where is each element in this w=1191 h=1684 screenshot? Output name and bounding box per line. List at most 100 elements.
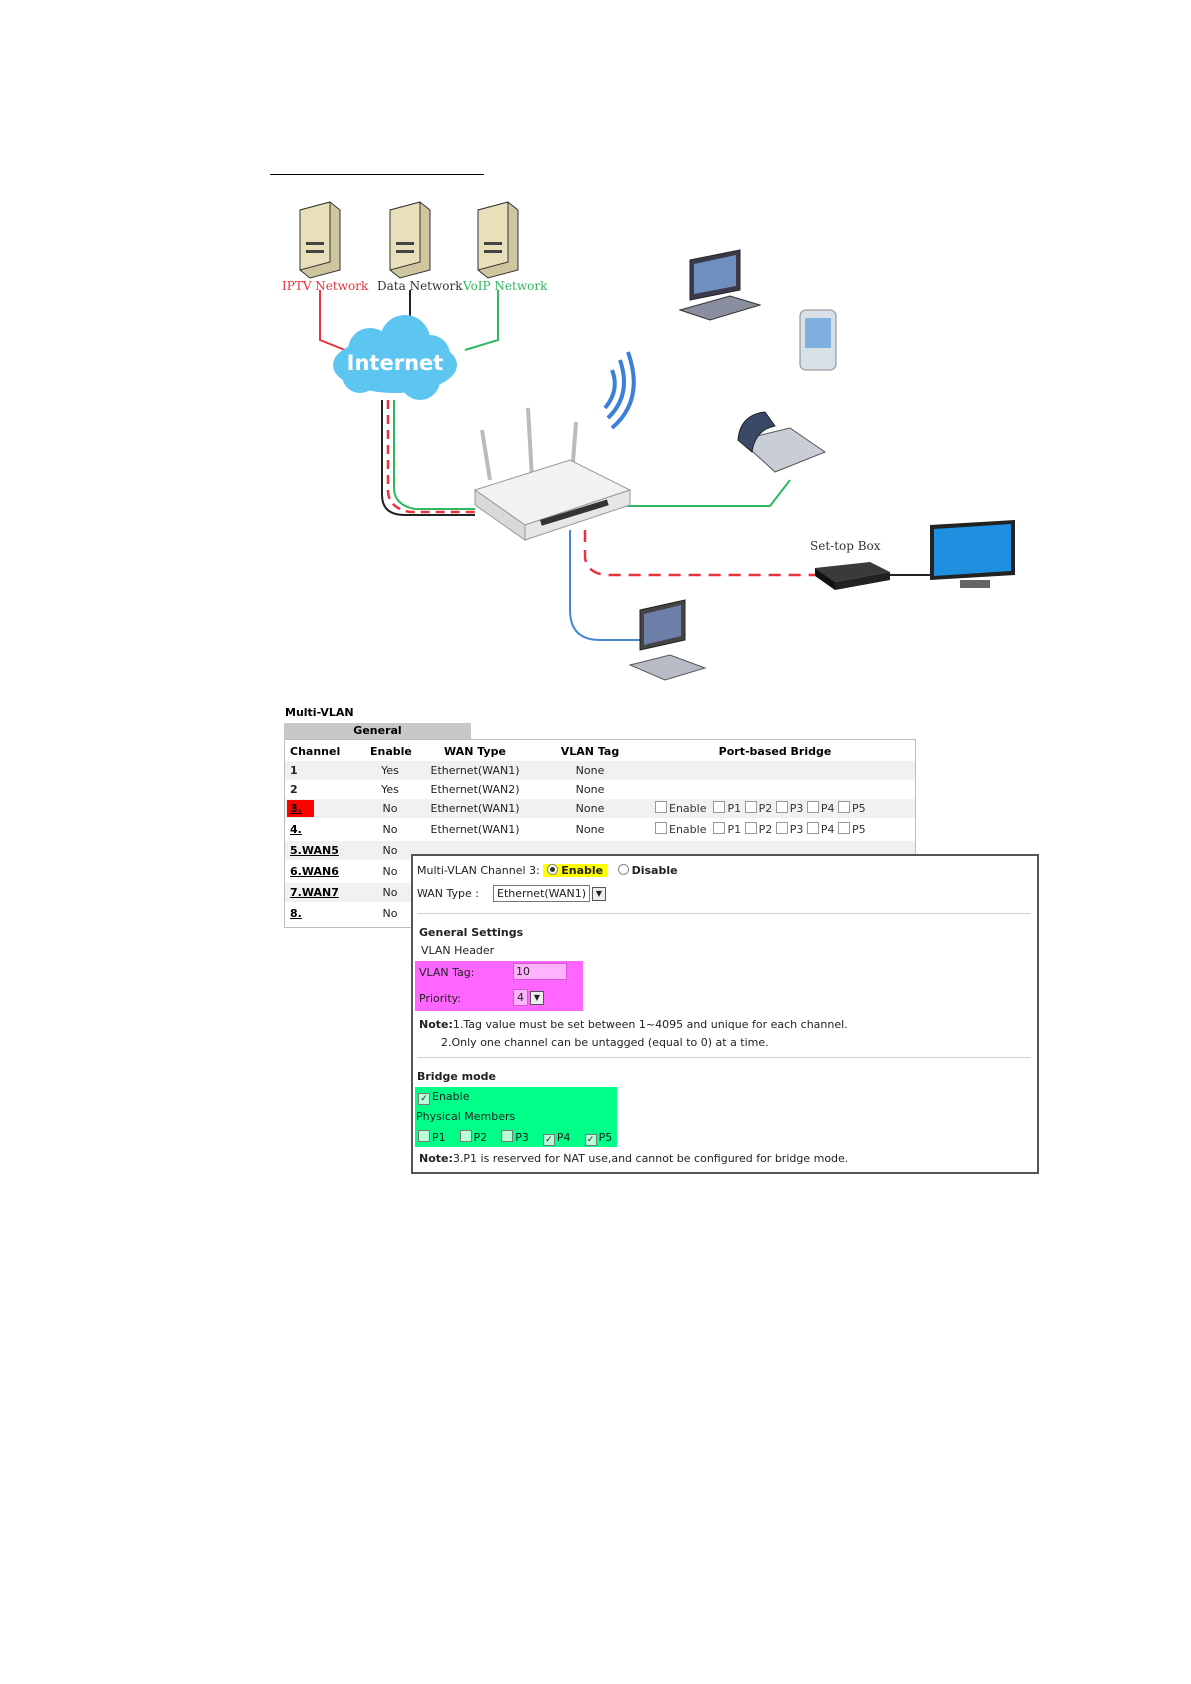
voip-network-label: VoIP Network — [462, 279, 548, 293]
channel-cell: 7.WAN7 — [290, 883, 339, 902]
vlan-cell: None — [575, 764, 605, 777]
col-port-bridge: Port-based Bridge — [718, 745, 832, 758]
wan-cell: Ethernet(WAN1) — [430, 764, 520, 777]
desktop-pc-icon — [628, 599, 707, 681]
member-p4-checkbox[interactable]: ✓ — [542, 1134, 555, 1146]
p3-label: P3 — [789, 823, 804, 836]
p3-checkbox[interactable] — [775, 822, 788, 834]
settop-link — [583, 530, 815, 577]
channel-cell: 8. — [290, 904, 302, 923]
wan-type-select[interactable]: Ethernet(WAN1) — [493, 885, 590, 902]
p3-checkbox[interactable] — [775, 801, 788, 813]
channel-settings-popup: Multi-VLAN Channel 3: Enable Disable WAN… — [411, 854, 1039, 1174]
p1-checkbox[interactable] — [713, 801, 726, 813]
p2-checkbox[interactable] — [744, 801, 757, 813]
p1-label: P1 — [727, 802, 742, 815]
p2-checkbox[interactable] — [744, 822, 757, 834]
iptv-trunk — [386, 400, 475, 514]
data-trunk — [381, 400, 475, 516]
bridge-enable-checkbox[interactable] — [655, 801, 667, 813]
col-channel: Channel — [290, 745, 341, 758]
channel-enable-row: Multi-VLAN Channel 3: Enable Disable — [417, 864, 678, 877]
enable-option[interactable]: Enable — [543, 864, 608, 877]
member-p1-label: P1 — [432, 1131, 446, 1144]
col-enable: Enable — [370, 745, 412, 758]
p4-label: P4 — [820, 823, 835, 836]
set-top-box-icon — [815, 562, 890, 590]
member-p3-checkbox[interactable] — [501, 1130, 514, 1142]
bridge-enable-checkbox[interactable] — [655, 822, 667, 834]
member-p1-checkbox[interactable] — [418, 1130, 430, 1142]
table-row: 4. No Ethernet(WAN1) None Enable P1 P2 P… — [285, 820, 915, 839]
enable-cell: Yes — [381, 783, 399, 796]
enable-cell: No — [382, 823, 398, 836]
member-p5-label: P5 — [598, 1131, 613, 1144]
p5-checkbox[interactable] — [838, 822, 851, 834]
divider — [417, 1057, 1031, 1058]
disable-radio[interactable] — [617, 864, 629, 875]
channel-8-link[interactable]: 8. — [290, 907, 302, 920]
bridge-enable-label: Enable — [669, 802, 707, 815]
channel-cell: 6.WAN6 — [290, 862, 339, 881]
voip-trunk — [393, 400, 475, 510]
table-row: 6.WAN6 No — [285, 862, 915, 881]
member-p3-label: P3 — [515, 1131, 529, 1144]
wan-type-row: WAN Type : Ethernet(WAN1) ▼ — [417, 885, 606, 902]
enable-radio[interactable] — [547, 864, 559, 875]
enable-label: Enable — [561, 864, 604, 877]
table-row: 1 Yes Ethernet(WAN1) None — [285, 761, 915, 780]
priority-value: 4 — [517, 991, 524, 1004]
note-1-text: 1.Tag value must be set between 1~4095 a… — [452, 1018, 848, 1031]
priority-select[interactable]: 4 — [513, 989, 528, 1006]
p3-label: P3 — [789, 802, 804, 815]
channel-3-link[interactable]: 3. — [290, 802, 302, 815]
wifi-signal-icon — [603, 351, 636, 430]
selected-channel-highlight — [287, 800, 314, 817]
vlan-tag-input[interactable]: 10 — [513, 963, 567, 980]
channel-7-link[interactable]: 7.WAN7 — [290, 886, 339, 899]
p4-checkbox[interactable] — [806, 822, 819, 834]
channel-5-link[interactable]: 5.WAN5 — [290, 844, 339, 857]
p5-checkbox[interactable] — [838, 801, 851, 813]
vlan-cell: None — [575, 823, 605, 836]
channel-cell: 4. — [290, 820, 302, 839]
channel-6-link[interactable]: 6.WAN6 — [290, 865, 339, 878]
channel-cell: 3. — [290, 799, 302, 818]
tab-general[interactable]: General — [284, 723, 471, 739]
divider — [417, 913, 1031, 914]
channel-cell: 1 — [290, 764, 298, 777]
wan-type-value: Ethernet(WAN1) — [497, 887, 586, 900]
p1-checkbox[interactable] — [713, 822, 726, 834]
note-1: Note:1.Tag value must be set between 1~4… — [419, 1018, 848, 1031]
member-p5-checkbox[interactable]: ✓ — [584, 1134, 597, 1146]
wan-type-label: WAN Type : — [417, 887, 479, 900]
enable-cell: Yes — [381, 764, 399, 777]
p4-checkbox[interactable] — [806, 801, 819, 813]
table-row: 3. No Ethernet(WAN1) None Enable P1 P2 P… — [285, 799, 915, 818]
data-server-icon — [389, 201, 431, 279]
member-p2-checkbox[interactable] — [459, 1130, 472, 1142]
note-2: 2.Only one channel can be untagged (equa… — [441, 1036, 769, 1049]
member-p2-label: P2 — [473, 1131, 488, 1144]
channel-label: Multi-VLAN Channel 3: — [417, 864, 540, 877]
col-wan-type: WAN Type — [444, 745, 506, 758]
ip-phone-icon — [737, 411, 827, 473]
enable-cell: No — [382, 907, 398, 920]
channel-4-link[interactable]: 4. — [290, 823, 302, 836]
phone-link — [610, 479, 791, 507]
vlan-header-highlight: VLAN Tag: 10 Priority: 4▼ — [415, 961, 583, 1011]
chevron-down-icon[interactable]: ▼ — [530, 991, 544, 1005]
wan-cell: Ethernet(WAN1) — [430, 802, 520, 815]
tv-monitor-icon — [930, 520, 1015, 588]
chevron-down-icon[interactable]: ▼ — [592, 887, 606, 901]
bridge-mode-enable-label: Enable — [432, 1090, 470, 1103]
member-p4-label: P4 — [556, 1131, 571, 1144]
pda-icon — [799, 309, 837, 371]
bridge-mode-enable-checkbox[interactable]: ✓ — [418, 1093, 430, 1105]
p4-label: P4 — [820, 802, 835, 815]
general-settings-heading: General Settings — [419, 926, 524, 939]
voip-link — [464, 290, 499, 351]
vlan-cell: None — [575, 802, 605, 815]
table-row: 8. No — [285, 904, 915, 923]
iptv-network-label: IPTV Network — [282, 279, 369, 293]
